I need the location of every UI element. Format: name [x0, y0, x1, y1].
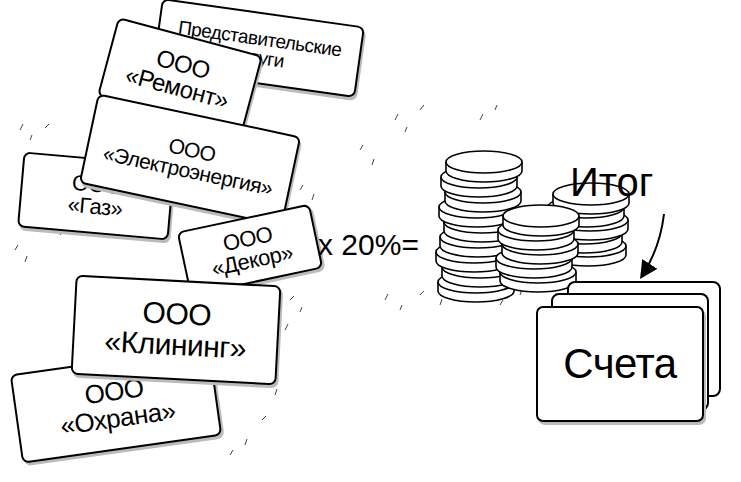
- card-text: ООО «Охрана»: [55, 371, 177, 440]
- annotation-text: Итог: [570, 162, 653, 202]
- company-card: Счета: [536, 306, 704, 422]
- company-card: ООО «Клининг»: [71, 275, 282, 386]
- card-text: Счета: [563, 343, 676, 386]
- card-text: ООО «Декор»: [205, 219, 295, 280]
- card-text: ООО «Клининг»: [104, 296, 248, 365]
- card-text: ООО «Электроэнергия»: [101, 121, 279, 199]
- leader-arrow: [642, 214, 664, 276]
- annotation-text: x 20%=: [318, 230, 419, 260]
